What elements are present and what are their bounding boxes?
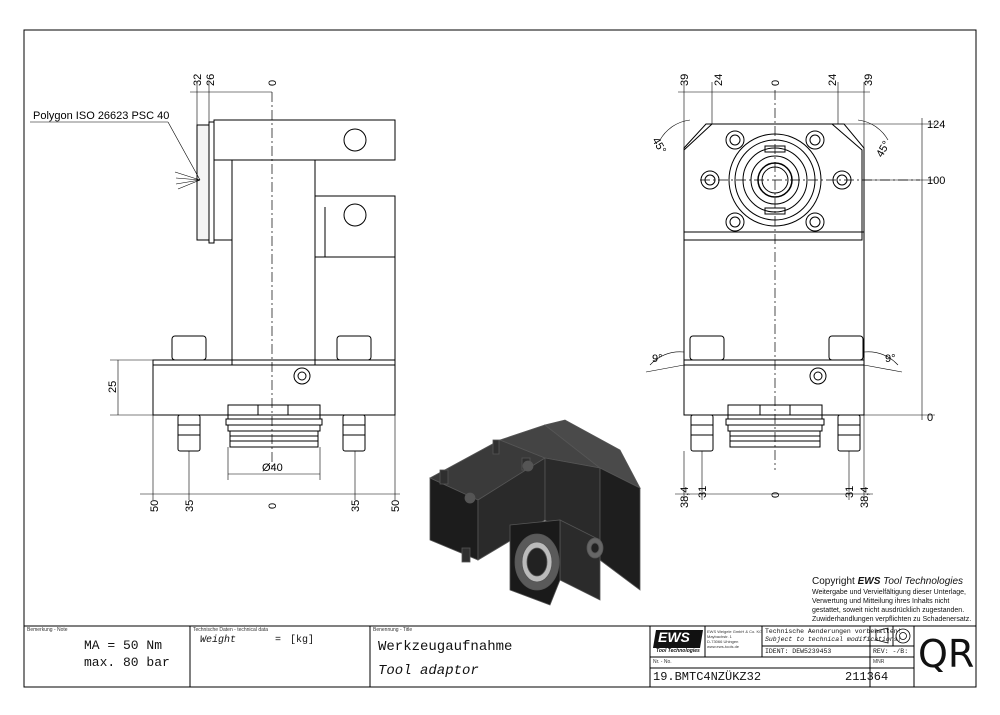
mnr-label: MNR [873,659,885,665]
change-note-english: Subject to technical modifications! [765,636,902,643]
copyright-line: gestattet, soweit nicht ausdrücklich zug… [812,607,965,614]
copyright-block: Copyright EWS Tool Technologies Weiterga… [812,576,977,624]
dim-0-right-side: 0 [927,412,933,424]
remark-line-1: MA = 50 Nm [84,638,163,653]
company-line: www.ews-tools.de [707,644,740,649]
titleblock-grid [189,626,915,687]
dim-39-left: 39 [679,74,691,86]
dim-0-right-bottom: 0 [770,492,782,498]
sheet-border [23,29,977,688]
angle-9-left: 9° [652,353,663,365]
remark-label: Bemerkung - Note [27,627,68,633]
title-german: Werkzeugaufnahme [378,639,513,655]
company-line: Maybachstr. 1 [707,634,732,639]
dim-100: 100 [927,175,945,187]
mnr-number: 211364 [845,670,889,684]
company-line: D-73066 Uhingen [707,639,739,644]
dim-39-right: 39 [863,74,875,86]
dim-25: 25 [107,381,119,393]
dim-50-right: 50 [390,500,402,512]
company-line: EWS Weigele GmbH & Co. KG [707,629,763,634]
front-view [683,90,920,470]
dim-dia40: Ø40 [262,462,283,474]
part-number: 19.BMTC4NZÜKZ32 [653,670,762,684]
angle-9-right: 9° [885,353,896,365]
copyright-line: Weitergabe und Vervielfältigung dieser U… [812,589,966,596]
copyright-brand: EWS [857,576,881,587]
dim-50-left: 50 [149,500,161,512]
change-note-german: Technische Aenderungen vorbehalten! [765,628,902,635]
side-view [152,92,396,470]
dim-38-4-right: 38,4 [859,487,871,508]
company-address: EWS Weigele GmbH & Co. KG Maybachstr. 1 … [707,629,762,649]
dim-31-left: 31 [697,486,709,498]
side-view-dimension-texts: 32 26 0 25 Ø40 50 35 0 35 50 [107,74,402,512]
projection-symbol-icon [875,627,911,644]
dim-35-right: 35 [350,500,362,512]
copyright-line: Zuwiderhandlungen verpflichten zu Schade… [812,616,972,623]
dim-0-top: 0 [267,80,279,86]
dim-0-right-top: 0 [770,80,782,86]
ident-number: IDENT: DEW5239453 [765,648,832,655]
revision: REV: -/B: [873,648,909,655]
number-label: Nr. - No. [653,659,672,665]
dim-32: 32 [192,74,204,86]
front-view-dimensions [645,82,935,500]
qr-mark: QR [918,632,975,676]
front-view-dimension-texts: 39 24 0 24 39 124 100 0 45° 45° 9° 9° 38… [649,74,945,508]
weight-label: Weight [200,635,237,646]
ews-logo [653,630,703,648]
weight-eq: = [275,635,282,646]
title-english: Tool adaptor [378,663,479,679]
side-view-dimensions [30,82,400,500]
dim-24-left: 24 [713,74,725,86]
remark-line-2: max. 80 bar [84,655,170,670]
angle-45-right: 45° [874,139,893,159]
copyright-line: Verwertung und Mitteilung ihres Inhalts … [812,598,950,605]
weight-unit: [kg] [290,635,315,646]
dim-31-right: 31 [844,486,856,498]
title-label: Benennung - Title [373,627,413,633]
dim-24-right: 24 [827,74,839,86]
dim-26: 26 [205,74,217,86]
copyright-title: Copyright EWS Tool Technologies [812,576,977,587]
logo-text: EWS [658,629,690,645]
dim-124: 124 [927,119,945,131]
logo-subtext: Tool Technologies [656,648,700,654]
dim-35-left: 35 [184,500,196,512]
dim-38-4-left: 38,4 [679,487,691,508]
isometric-3d-view [429,419,641,606]
dim-0-bottom: 0 [267,503,279,509]
angle-45-left: 45° [649,136,668,156]
copyright-prefix: Copyright [812,576,855,587]
polygon-label: Polygon ISO 26623 PSC 40 [33,110,169,122]
copyright-suffix: Tool Technologies [883,576,964,587]
tech-data-label: Technische Daten - technical data [193,627,269,633]
